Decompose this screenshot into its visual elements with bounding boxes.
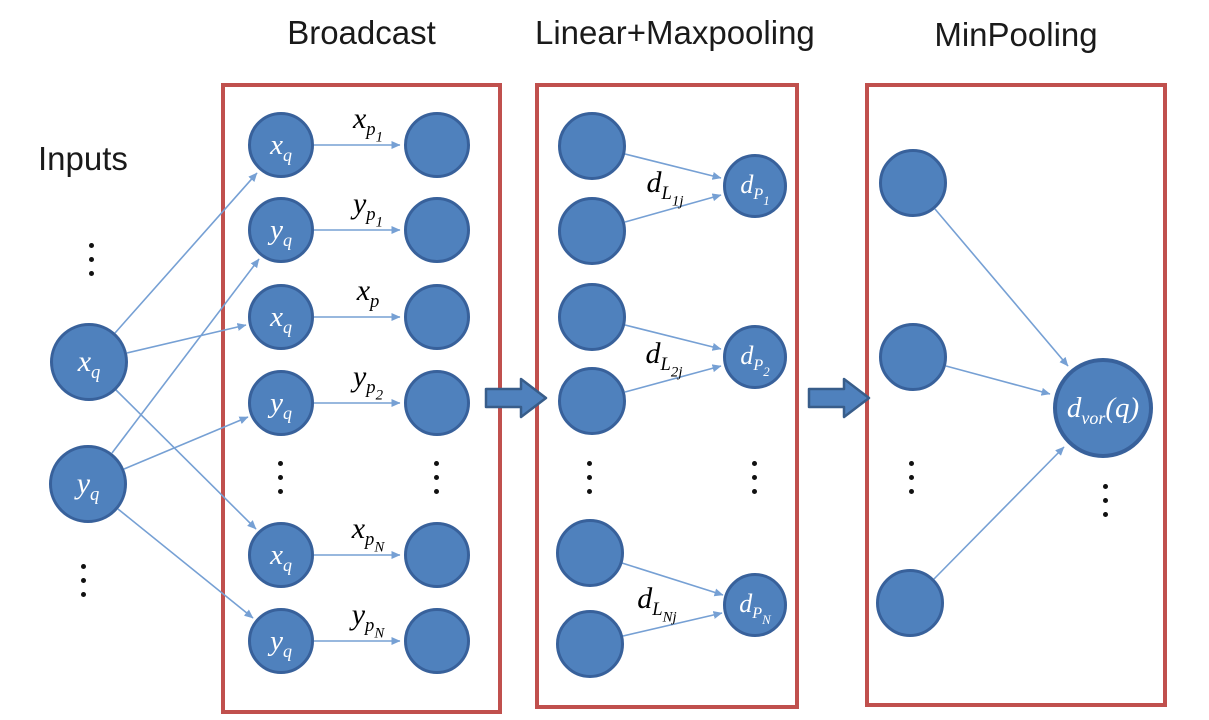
minpool-input-node: [876, 569, 944, 637]
linear-edge-label: dLNj: [637, 582, 677, 626]
linear-input-node: [556, 519, 624, 587]
maxpool-output-node: dP1: [723, 154, 787, 218]
minpool-output-node: dvor(q): [1053, 358, 1153, 458]
linear-input-node: [558, 367, 626, 435]
vertical-ellipsis-icon: [1103, 484, 1108, 517]
input-node-xq: xq: [50, 323, 128, 401]
broadcast-dst-node: [404, 522, 470, 588]
broadcast-edge-label: yp2: [352, 360, 384, 404]
node-label: dP1: [740, 169, 770, 208]
node-label: yq: [270, 213, 292, 250]
maxpool-output-node: dP2: [723, 325, 787, 389]
linear-input-node: [558, 197, 626, 265]
broadcast-dst-node: [404, 284, 470, 350]
node-label: dP2: [740, 340, 770, 379]
node-label: dPN: [739, 588, 771, 627]
node-label: dvor(q): [1066, 391, 1140, 428]
minpool-input-node: [879, 323, 947, 391]
broadcast-src-node: xq: [248, 284, 314, 350]
broadcast-edge-label: ypN: [351, 598, 385, 642]
broadcast-title: Broadcast: [287, 14, 436, 51]
node-label: xq: [270, 128, 292, 165]
broadcast-dst-node: [404, 608, 470, 674]
node-label: yq: [270, 624, 292, 661]
vertical-ellipsis-icon: [909, 461, 914, 494]
linear-edge-label: dL2j: [645, 337, 683, 381]
node-label: yq: [76, 467, 100, 506]
broadcast-dst-node: [404, 370, 470, 436]
linear-edge-label: dL1j: [646, 166, 684, 210]
node-label: xq: [270, 538, 292, 575]
broadcast-dst-node: [404, 197, 470, 263]
vertical-ellipsis-icon: [89, 243, 94, 276]
broadcast-src-node: xq: [248, 522, 314, 588]
minpool-input-node: [879, 149, 947, 217]
linear-input-node: [556, 610, 624, 678]
vertical-ellipsis-icon: [278, 461, 283, 494]
broadcast-dst-node: [404, 112, 470, 178]
vertical-ellipsis-icon: [752, 461, 757, 494]
broadcast-edge-label: xp1: [352, 102, 384, 146]
broadcast-src-node: yq: [248, 370, 314, 436]
node-label: yq: [270, 386, 292, 423]
linear-maxpooling-title: Linear+Maxpooling: [535, 14, 815, 51]
node-label: xq: [77, 345, 101, 384]
linear-input-node: [558, 112, 626, 180]
flow-arrow-icon: [807, 377, 871, 419]
node-label: xq: [270, 300, 292, 337]
vertical-ellipsis-icon: [587, 461, 592, 494]
maxpool-output-node: dPN: [723, 573, 787, 637]
vertical-ellipsis-icon: [434, 461, 439, 494]
inputs-title: Inputs: [38, 140, 128, 177]
broadcast-edge-label: xpN: [351, 512, 385, 556]
broadcast-src-node: yq: [248, 197, 314, 263]
broadcast-edge-label: yp1: [352, 187, 384, 231]
minpooling-title: MinPooling: [934, 16, 1098, 53]
input-node-yq: yq: [49, 445, 127, 523]
broadcast-src-node: xq: [248, 112, 314, 178]
linear-input-node: [558, 283, 626, 351]
vertical-ellipsis-icon: [81, 564, 86, 597]
broadcast-edge-label: xp: [356, 274, 380, 313]
broadcast-src-node: yq: [248, 608, 314, 674]
